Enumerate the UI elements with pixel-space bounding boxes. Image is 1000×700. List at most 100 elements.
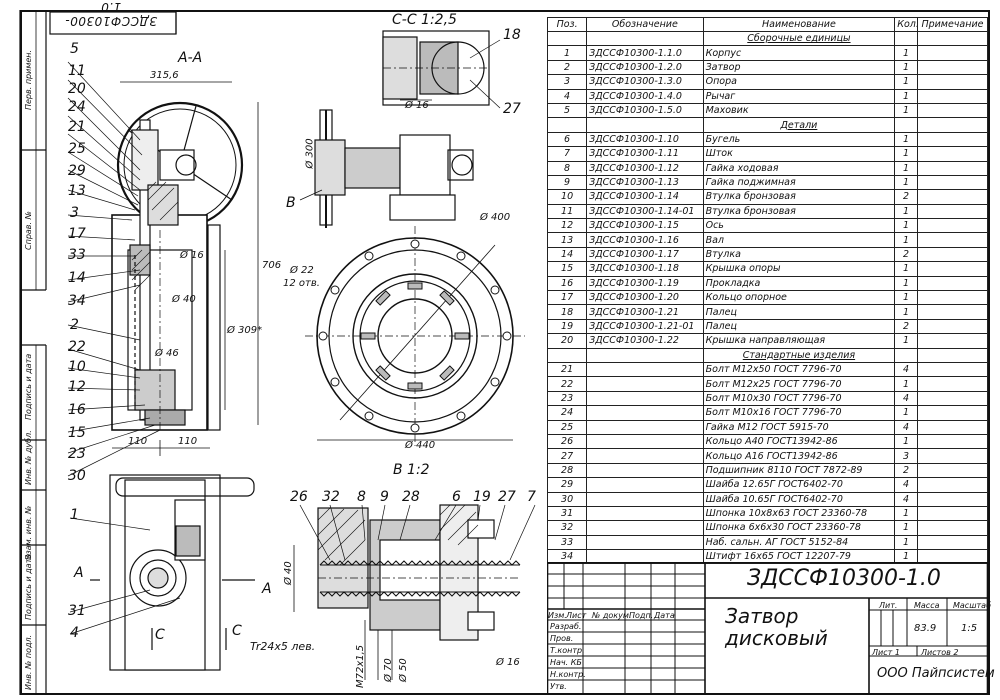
- spec-cell-code: ЗДССФ10300-1.4.0: [586, 88, 704, 104]
- spec-cell-name: Палец: [702, 318, 896, 335]
- spec-cell-note: [916, 318, 989, 335]
- spec-cell-code: [586, 419, 704, 435]
- spec-cell-code: [586, 520, 704, 536]
- spec-cell-code: [586, 376, 704, 392]
- spec-header-row: Поз. Обозначение Наименование Кол. Приме…: [546, 17, 989, 32]
- spec-cell-pos: 29: [546, 477, 588, 493]
- title-block: ЗДССФ10300-1.0 Изм. Лист № докум. Подп. …: [547, 562, 995, 695]
- spec-cell-name: Болт М12х25 ГОСТ 7796-70: [702, 376, 896, 392]
- spec-cell-code: [586, 505, 704, 522]
- spec-cell-qty: 2: [894, 189, 918, 205]
- company-name: ООО Пайпсистем: [877, 666, 995, 681]
- sheet-number: Лист 1: [872, 648, 900, 657]
- spec-cell-code: ЗДССФ10300-1.13: [586, 174, 704, 191]
- spec-cell-pos: 15: [546, 261, 588, 277]
- spec-cell-pos: 8: [546, 160, 588, 176]
- dim-d16-b: Ø 16: [496, 657, 520, 668]
- doc-code: ЗДССФ10300-1.0: [747, 566, 941, 591]
- spec-cell-name: Маховик: [702, 102, 896, 119]
- callout: 5: [70, 41, 79, 57]
- spec-cell-note: [916, 462, 989, 479]
- spec-cell-pos: 23: [546, 390, 588, 407]
- spec-cell-note: [916, 261, 989, 277]
- spec-cell-pos: 1: [546, 45, 588, 61]
- col-doc: № докум.: [592, 611, 632, 620]
- dim-d440: Ø 440: [405, 440, 436, 451]
- spec-cell-qty: 1: [894, 88, 918, 104]
- spec-cell-note: [916, 304, 989, 320]
- view-b-title: В 1:2: [393, 462, 430, 478]
- dim-d300: Ø 300: [304, 138, 316, 169]
- spec-cell-qty: 1: [894, 405, 918, 421]
- spec-cell-pos: 6: [546, 131, 588, 148]
- spec-cell-code: ЗДССФ10300-1.1.0: [586, 45, 704, 61]
- spec-cell-qty: 1: [894, 174, 918, 191]
- spec-cell-empty: [586, 30, 704, 47]
- spec-cell-qty: 3: [894, 448, 918, 464]
- spec-cell-code: ЗДССФ10300-1.19: [586, 275, 704, 292]
- spec-cell-pos: 19: [546, 318, 588, 335]
- dim-thread: Tr24x5 лев.: [250, 640, 316, 653]
- callout: 2: [70, 317, 79, 333]
- spec-cell-name: Гайка ходовая: [702, 160, 896, 176]
- dim-d40-b: Ø 40: [283, 561, 294, 585]
- spec-cell-empty: [894, 347, 918, 363]
- spec-cell-name: Гайка М12 ГОСТ 5915-70: [702, 419, 896, 435]
- callout: 20: [68, 81, 86, 97]
- spec-cell-note: [916, 59, 989, 76]
- product-name-line2: дисковый: [725, 626, 828, 650]
- spec-cell-note: [916, 246, 989, 263]
- spec-cell-name: Шпонка 6х6х30 ГОСТ 23360-78: [702, 520, 896, 536]
- spec-cell-empty: [916, 30, 989, 47]
- spec-cell-name: Корпус: [702, 45, 896, 61]
- lit-label: Лит.: [879, 601, 898, 610]
- spec-cell-name: Втулка: [702, 246, 896, 263]
- callout: 10: [68, 359, 86, 375]
- spec-section-title: Сборочные единицы: [702, 30, 896, 47]
- spec-cell-note: [916, 491, 989, 507]
- callout: 29: [68, 163, 86, 179]
- dim-d22: Ø 22: [290, 265, 314, 276]
- spec-cell-name: Шайба 12.65Г ГОСТ6402-70: [702, 477, 896, 493]
- callout: 26: [290, 489, 308, 505]
- spec-cell-pos: 11: [546, 203, 588, 220]
- callout: 13: [68, 183, 86, 199]
- spec-cell-name: Штифт 16х65 ГОСТ 12207-79: [702, 549, 896, 565]
- col-code: Обозначение: [586, 17, 704, 32]
- spec-cell-pos: 31: [546, 505, 588, 522]
- spec-cell-pos: 25: [546, 419, 588, 435]
- spec-cell-qty: 1: [894, 433, 918, 450]
- spec-cell-qty: 1: [894, 59, 918, 76]
- dim-d70: Ø 70: [383, 658, 394, 682]
- role: Разраб.: [550, 622, 582, 631]
- spec-cell-qty: 1: [894, 74, 918, 90]
- spec-cell-pos: 9: [546, 174, 588, 191]
- spec-cell-pos: 16: [546, 275, 588, 292]
- spec-cell-name: Прокладка: [702, 275, 896, 292]
- spec-cell-code: [586, 534, 704, 551]
- spec-cell-pos: 30: [546, 491, 588, 507]
- col-note: Примечание: [916, 17, 989, 32]
- scale-value: 1:5: [961, 623, 978, 634]
- col-sign: Подп.: [629, 611, 654, 620]
- spec-cell-qty: 1: [894, 333, 918, 349]
- callout: 22: [68, 339, 86, 355]
- spec-cell-qty: 4: [894, 419, 918, 435]
- spec-cell-qty: 1: [894, 146, 918, 162]
- mass-label: Масса: [914, 601, 940, 610]
- spec-cell-code: ЗДССФ10300-1.21: [586, 304, 704, 320]
- spec-cell-qty: 1: [894, 218, 918, 234]
- spec-cell-qty: 1: [894, 376, 918, 392]
- dim-d50: Ø 50: [398, 658, 409, 682]
